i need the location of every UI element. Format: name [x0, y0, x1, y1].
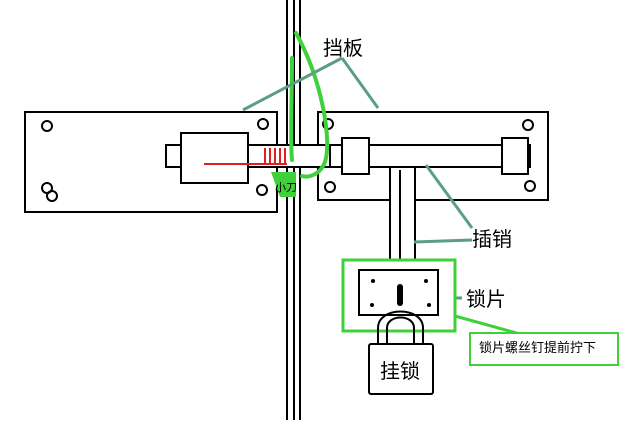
screw-hole — [257, 118, 269, 130]
knife-handle — [271, 172, 296, 197]
baffle-highlight — [289, 31, 330, 179]
screw-hole — [256, 184, 268, 196]
callout-note: 锁片螺丝钉提前拧下 — [469, 332, 619, 366]
label-bolt: 插销 — [472, 227, 512, 251]
label-baffle: 挡板 — [323, 36, 363, 60]
screw-hole — [46, 190, 58, 202]
screw-hole — [41, 120, 53, 132]
padlock — [368, 310, 434, 395]
screw-hole — [522, 119, 534, 131]
screw-hole — [524, 180, 536, 192]
leader-lines — [242, 56, 474, 300]
lock-plate — [341, 258, 457, 333]
knife-label: 小刀 — [275, 181, 297, 194]
label-padlock: 挂锁 — [380, 359, 420, 383]
knife-blade — [204, 148, 287, 165]
callout-connector — [454, 314, 521, 336]
door-gap — [286, 0, 301, 420]
screw-hole — [324, 181, 336, 193]
label-lock-plate: 锁片 — [466, 287, 506, 311]
